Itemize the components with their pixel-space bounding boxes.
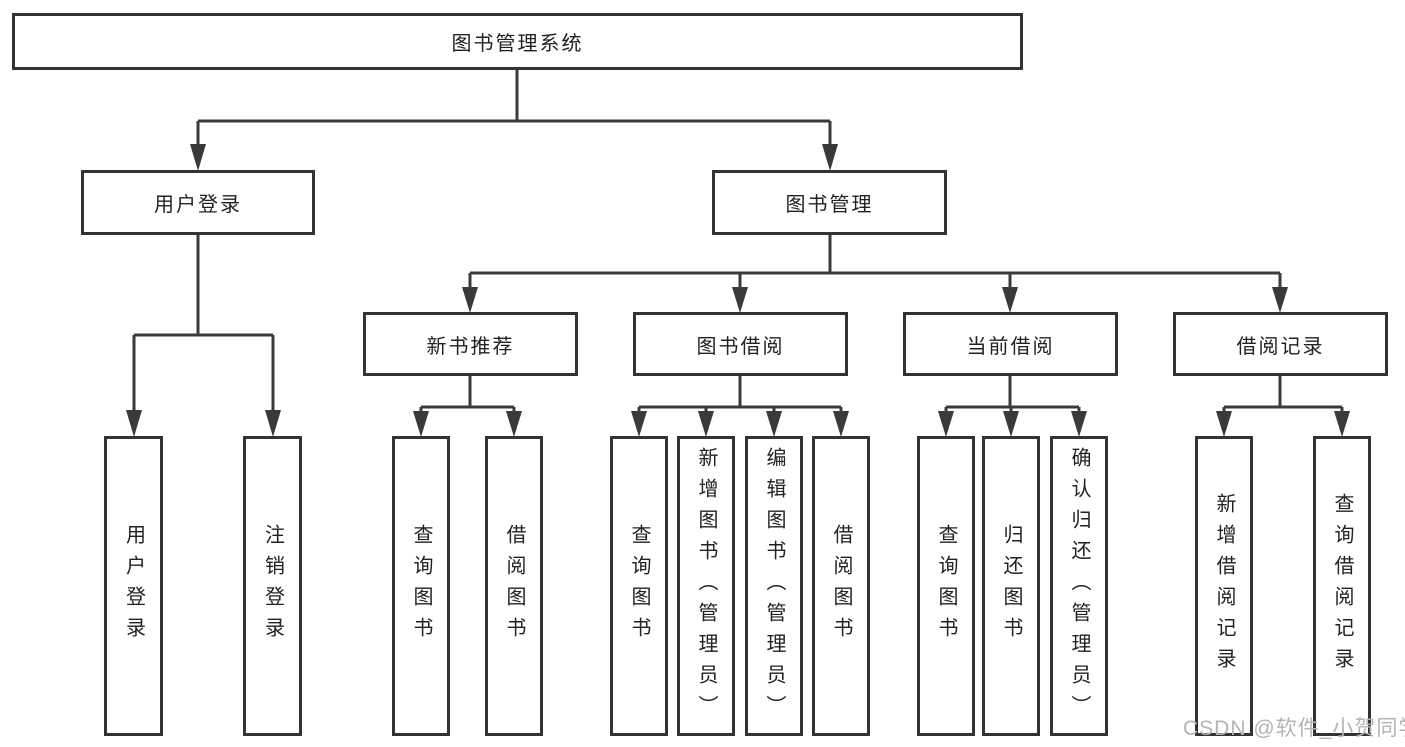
arrowhead-borrow-records (1272, 287, 1288, 313)
node-leaf-br-add-record-label: 新增借阅记录 (1213, 493, 1235, 679)
node-leaf-cb-confirm-return-admin: 确认归还（管理员） (1050, 436, 1108, 736)
arrowhead-cb-return (1003, 411, 1019, 437)
connector-user-login-to-leaves (126, 234, 281, 437)
arrowhead-nbr-query (413, 411, 429, 437)
arrowhead-br-query (1334, 411, 1350, 437)
node-leaf-nbr-query-books: 查询图书 (392, 436, 450, 736)
node-leaf-user-login-label: 用户登录 (122, 524, 145, 648)
node-leaf-user-login: 用户登录 (104, 436, 163, 736)
node-leaf-cb-query-books-label: 查询图书 (935, 524, 957, 648)
node-borrow-records: 借阅记录 (1173, 312, 1388, 376)
node-leaf-bb-add-books-admin: 新增图书（管理员） (677, 436, 735, 736)
node-leaf-br-query-record-label: 查询借阅记录 (1331, 493, 1353, 679)
node-leaf-bb-borrow-books-label: 借阅图书 (830, 524, 852, 648)
arrowhead-cb-query (938, 411, 954, 437)
csdn-watermark: CSDN @软件_小贺同学 (1183, 717, 1405, 740)
connector-new-book-rec-to-leaves (413, 375, 522, 437)
node-leaf-bb-edit-books-admin-label: 编辑图书（管理员） (763, 446, 785, 726)
connector-borrow-records-to-leaves (1216, 375, 1350, 437)
arrowhead-current-borrow (1002, 287, 1018, 313)
node-leaf-nbr-borrow-books: 借阅图书 (485, 436, 543, 736)
arrowhead-cb-confirm (1071, 411, 1087, 437)
node-leaf-cb-confirm-return-admin-label: 确认归还（管理员） (1068, 446, 1090, 726)
node-leaf-nbr-query-books-label: 查询图书 (410, 524, 432, 648)
node-book-borrow: 图书借阅 (633, 312, 848, 376)
arrowhead-new-book-rec (462, 287, 478, 313)
arrowhead-leaf-user-login (126, 410, 142, 437)
connector-current-borrow-to-leaves (938, 375, 1087, 437)
node-root: 图书管理系统 (12, 13, 1023, 70)
node-leaf-bb-add-books-admin-label: 新增图书（管理员） (695, 446, 717, 726)
node-current-borrow: 当前借阅 (903, 312, 1118, 376)
connector-book-management-to-level3 (462, 234, 1288, 313)
node-leaf-bb-borrow-books: 借阅图书 (812, 436, 870, 736)
node-leaf-cb-return-books: 归还图书 (982, 436, 1040, 736)
node-leaf-bb-query-books-label: 查询图书 (628, 524, 650, 648)
arrowhead-bb-query (631, 411, 647, 437)
node-leaf-bb-query-books: 查询图书 (610, 436, 668, 736)
node-leaf-logout-label: 注销登录 (261, 524, 284, 648)
node-leaf-br-add-record: 新增借阅记录 (1195, 436, 1253, 736)
connector-root-to-level2 (190, 69, 838, 171)
node-leaf-bb-edit-books-admin: 编辑图书（管理员） (745, 436, 803, 736)
arrowhead-bb-borrow (833, 411, 849, 437)
arrowhead-leaf-logout (265, 410, 281, 437)
node-book-management: 图书管理 (712, 170, 947, 235)
arrowhead-br-add (1216, 411, 1232, 437)
node-new-book-recommend: 新书推荐 (363, 312, 578, 376)
arrowhead-book-management (822, 144, 838, 171)
arrowhead-nbr-borrow (506, 411, 522, 437)
connector-book-borrow-to-leaves (631, 375, 849, 437)
node-leaf-cb-return-books-label: 归还图书 (1000, 524, 1022, 648)
arrowhead-book-borrow (732, 287, 748, 313)
node-leaf-cb-query-books: 查询图书 (917, 436, 975, 736)
arrowhead-bb-add (698, 411, 714, 437)
node-leaf-br-query-record: 查询借阅记录 (1313, 436, 1371, 736)
arrowhead-user-login (190, 144, 206, 171)
node-leaf-nbr-borrow-books-label: 借阅图书 (503, 524, 525, 648)
arrowhead-bb-edit (766, 411, 782, 437)
node-leaf-logout: 注销登录 (243, 436, 302, 736)
node-user-login: 用户登录 (81, 170, 315, 235)
